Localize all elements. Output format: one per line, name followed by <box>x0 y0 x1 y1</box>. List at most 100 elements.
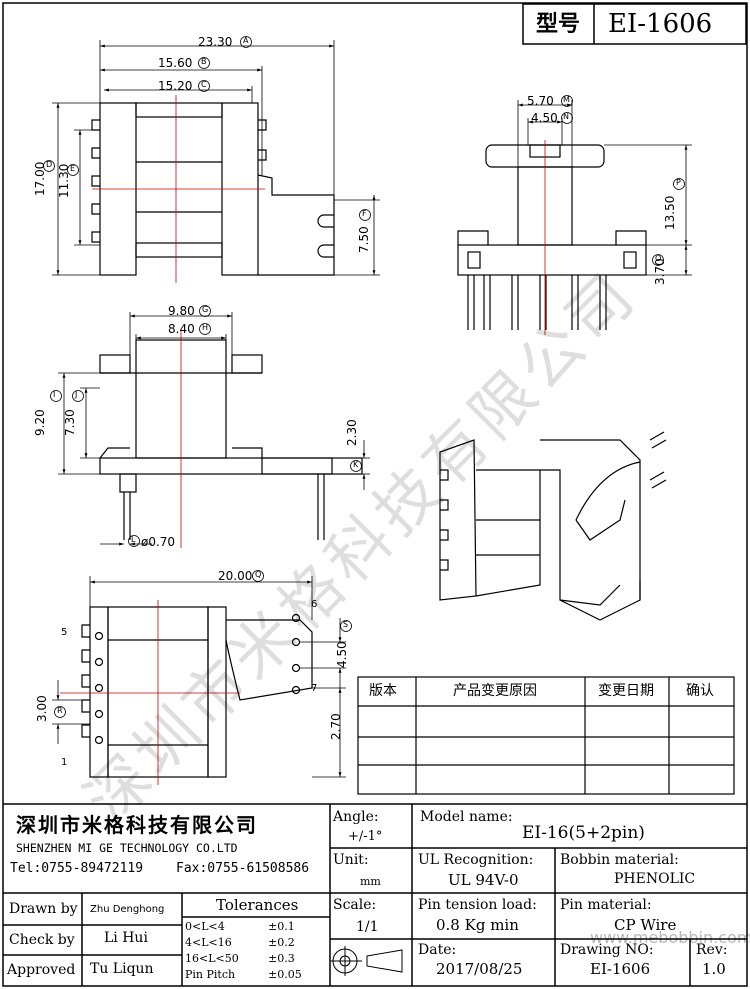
callout-b: B <box>201 57 207 66</box>
dim-h: 8.40 <box>168 322 195 336</box>
drawing-no-label: Drawing NO: <box>560 942 654 958</box>
callout-o: O <box>655 254 662 263</box>
date-value: 2017/08/25 <box>436 960 523 978</box>
callout-i: I <box>53 390 56 399</box>
callout-q: Q <box>255 570 262 579</box>
rev-col-date: 变更日期 <box>598 683 654 699</box>
angle-label: Angle: <box>333 809 379 825</box>
pin-material-value: CP Wire <box>614 916 677 934</box>
dim-f: 7.50 <box>357 226 371 253</box>
dim-j: 7.30 <box>63 409 77 436</box>
drawn-by-label: Drawn by <box>9 901 78 917</box>
dim-q: 20.00 <box>218 569 253 583</box>
tolerances-label: Tolerances <box>216 896 299 914</box>
pin-1-label: 1 <box>61 757 68 768</box>
dim-n: 4.50 <box>531 111 558 125</box>
callout-m: M <box>563 95 570 104</box>
part-number: EI-1606 <box>608 9 713 39</box>
callout-r: R <box>57 706 63 715</box>
callout-a: A <box>243 36 249 45</box>
dim-l: ø0.70 <box>141 535 176 549</box>
title-block-lines <box>3 803 747 986</box>
company-en: SHENZHEN MI GE TECHNOLOGY CO.LTD <box>16 841 238 855</box>
isometric-view <box>439 431 667 621</box>
ul-label: UL Recognition: <box>418 852 534 868</box>
callout-j: J <box>75 390 78 399</box>
tol-range-2: 4<L<16 <box>185 936 232 949</box>
scale-label: Scale: <box>333 897 377 913</box>
dim-p: 13.50 <box>663 195 677 230</box>
callout-k: K <box>353 460 359 469</box>
front-view <box>99 339 363 540</box>
bobbin-value: PHENOLIC <box>614 871 696 887</box>
callout-p: P <box>676 178 681 187</box>
rev-col-reason: 产品变更原因 <box>453 683 537 699</box>
callout-circles <box>43 36 685 718</box>
pin-5-label: 5 <box>61 627 68 638</box>
tol-value-1: ±0.1 <box>268 920 295 933</box>
top-view <box>91 102 335 276</box>
scale-value: 1/1 <box>356 919 379 935</box>
tel: Tel:0755-89472119 <box>10 861 144 876</box>
pin-tension-label: Pin tension load: <box>418 897 537 913</box>
projection-symbol <box>330 946 403 976</box>
bottom-view <box>81 606 313 778</box>
tol-value-2: ±0.2 <box>268 936 295 949</box>
dim-d: 17.00 <box>33 161 47 196</box>
dim-k: 2.30 <box>345 419 359 446</box>
dim-s: 4.50 <box>335 641 349 668</box>
drawn-by-value: Zhu Denghong <box>90 904 165 915</box>
check-by-value: Li Hui <box>104 930 148 946</box>
callout-l: L <box>131 535 136 544</box>
pin-material-label: Pin material: <box>560 897 652 913</box>
dim-m: 5.70 <box>527 94 554 108</box>
tol-range-3: 16<L<50 <box>185 952 239 965</box>
approved-label: Approved <box>7 962 76 978</box>
callout-s: S <box>343 620 349 629</box>
callout-d: D <box>46 160 53 169</box>
tol-range-4: Pin Pitch <box>185 968 236 981</box>
pin-7-label: 7 <box>311 683 318 694</box>
rev-col-version: 版本 <box>369 683 397 699</box>
unit-value: mm <box>360 875 381 888</box>
website-watermark: www.mebobbin.com <box>590 928 750 947</box>
dim-i: 9.20 <box>33 409 47 436</box>
fax: Fax:0755-61508586 <box>176 861 310 876</box>
model-value: EI-16(5+2pin) <box>522 823 645 843</box>
company-cn: 深圳市米格科技有限公司 <box>16 813 258 837</box>
bobbin-label: Bobbin material: <box>560 852 679 868</box>
tol-value-4: ±0.05 <box>268 968 302 981</box>
callout-f: F <box>362 209 367 218</box>
type-label: 型号 <box>536 11 581 37</box>
dim-a: 23.30 <box>198 35 233 49</box>
pin-tension-value: 0.8 Kg min <box>436 916 519 934</box>
callout-n: N <box>563 112 569 121</box>
dim-b: 15.60 <box>158 56 193 70</box>
ul-value: UL 94V-0 <box>448 871 519 889</box>
dim-c: 15.20 <box>158 79 193 93</box>
unit-label: Unit: <box>333 852 369 868</box>
angle-value: +/-1° <box>348 829 383 844</box>
callout-g: G <box>202 305 209 314</box>
callout-e: E <box>70 164 76 173</box>
rev-label: Rev: <box>696 942 728 958</box>
approved-value: Tu Liqun <box>90 961 154 977</box>
dim-g: 9.80 <box>168 304 195 318</box>
dim-e: 11.30 <box>57 163 71 198</box>
model-label: Model name: <box>420 809 513 825</box>
tol-value-3: ±0.3 <box>268 952 295 965</box>
dim-r: 3.00 <box>35 695 49 722</box>
revision-table-lines <box>357 676 735 795</box>
drawing-no-value: EI-1606 <box>590 960 651 978</box>
callout-c: C <box>201 80 207 89</box>
check-by-label: Check by <box>9 932 75 948</box>
tol-range-1: 0<L<4 <box>185 920 225 933</box>
callout-h: H <box>202 323 209 332</box>
rev-col-confirm: 确认 <box>686 683 714 699</box>
pin-6-label: 6 <box>311 599 318 610</box>
date-label: Date: <box>418 942 457 958</box>
rev-value: 1.0 <box>702 960 726 978</box>
dim-t: 2.70 <box>329 713 343 740</box>
